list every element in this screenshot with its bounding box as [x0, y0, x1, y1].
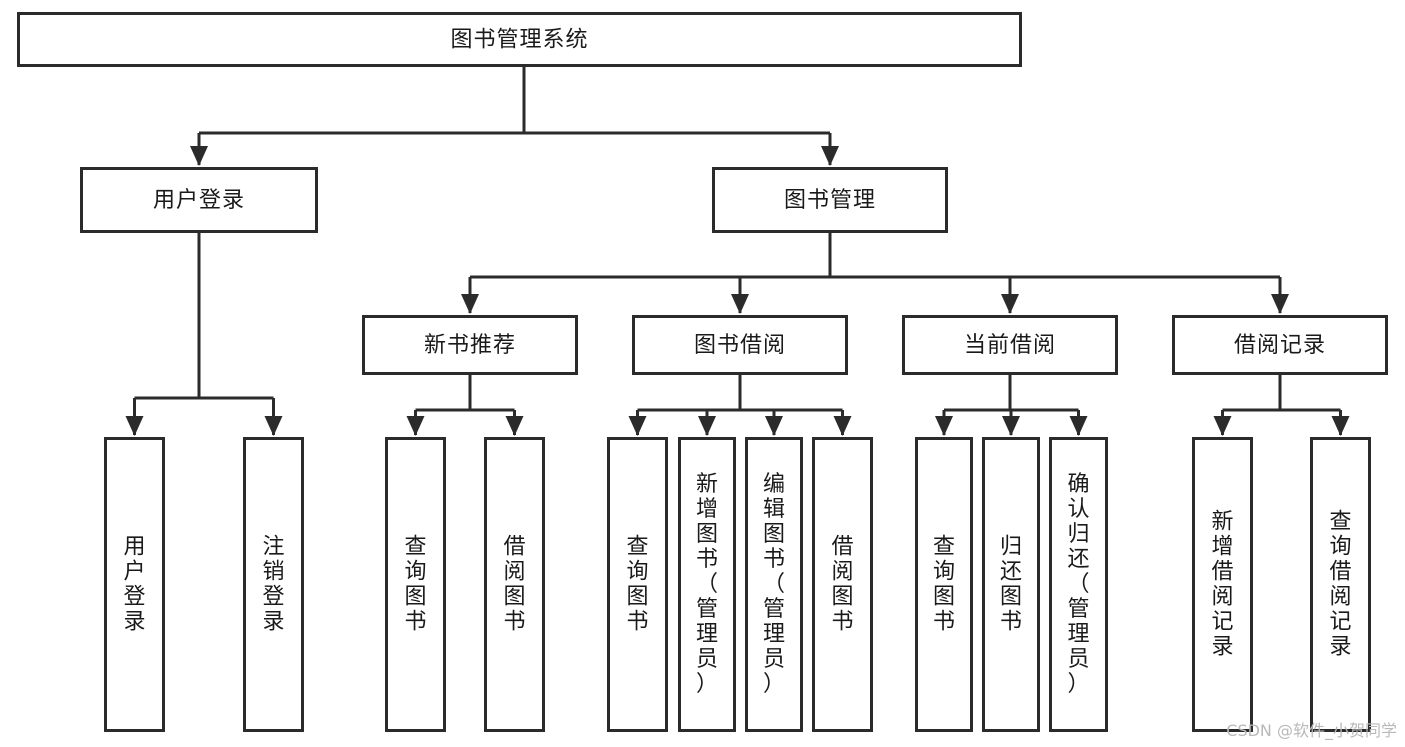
node-function-leaf-query-books-current[interactable]: 查询图书	[915, 437, 973, 732]
node-function-leaf-query-borrow-record[interactable]: 查询借阅记录	[1310, 437, 1371, 732]
node-label: 编辑图书（管理员）	[763, 472, 785, 697]
node-submodule-new-book-recommend[interactable]: 新书推荐	[362, 315, 578, 375]
node-rect[interactable]	[1172, 315, 1388, 375]
node-label: 当前借阅	[964, 333, 1056, 358]
edge-group-current-borrow	[935, 375, 1088, 436]
node-function-leaf-edit-book-admin[interactable]: 编辑图书（管理员）	[745, 437, 803, 732]
node-rect[interactable]	[362, 315, 578, 375]
node-rect[interactable]	[902, 315, 1118, 375]
edge-group-book-borrow	[628, 375, 852, 436]
node-label: 图书管理系统	[450, 28, 588, 53]
node-label: 归还图书	[1000, 535, 1022, 635]
node-module-user-login[interactable]: 用户登录	[80, 167, 318, 233]
node-function-leaf-logout[interactable]: 注销登录	[243, 437, 304, 732]
node-label: 用户登录	[153, 188, 245, 213]
edge-layer	[125, 67, 1350, 436]
node-root-root[interactable]: 图书管理系统	[17, 12, 1022, 67]
node-rect[interactable]	[243, 437, 304, 732]
node-label: 新书推荐	[424, 333, 516, 358]
node-label: 新增借阅记录	[1211, 510, 1233, 660]
node-label: 借阅图书	[831, 535, 853, 635]
node-label: 查询图书	[404, 535, 426, 635]
node-rect[interactable]	[678, 437, 736, 732]
node-function-leaf-confirm-return-admin[interactable]: 确认归还（管理员）	[1049, 437, 1108, 732]
edge-group-root	[190, 67, 839, 166]
node-submodule-book-borrow[interactable]: 图书借阅	[632, 315, 848, 375]
node-rect[interactable]	[982, 437, 1040, 732]
node-rect[interactable]	[484, 437, 545, 732]
node-rect[interactable]	[104, 437, 165, 732]
node-rect[interactable]	[385, 437, 446, 732]
node-function-leaf-borrow-books[interactable]: 借阅图书	[812, 437, 873, 732]
node-submodule-borrow-records[interactable]: 借阅记录	[1172, 315, 1388, 375]
node-rect[interactable]	[1049, 437, 1108, 732]
edge-group-borrow-records	[1213, 375, 1350, 436]
node-label: 图书借阅	[694, 333, 786, 358]
node-function-leaf-add-borrow-record[interactable]: 新增借阅记录	[1192, 437, 1253, 732]
node-rect[interactable]	[915, 437, 973, 732]
node-function-leaf-return-books[interactable]: 归还图书	[982, 437, 1040, 732]
node-module-book-management[interactable]: 图书管理	[712, 167, 948, 233]
node-rect[interactable]	[812, 437, 873, 732]
node-label: 借阅记录	[1234, 333, 1326, 358]
node-label: 确认归还（管理员）	[1067, 472, 1089, 697]
node-label: 注销登录	[262, 535, 284, 635]
node-label: 新增图书（管理员）	[696, 472, 718, 697]
node-layer: 图书管理系统用户登录图书管理新书推荐图书借阅当前借阅借阅记录用户登录注销登录查询…	[17, 12, 1388, 732]
edge-group-user-login	[125, 233, 283, 436]
node-function-leaf-query-books-recommend[interactable]: 查询图书	[385, 437, 446, 732]
node-function-leaf-user-login[interactable]: 用户登录	[104, 437, 165, 732]
node-function-leaf-add-book-admin[interactable]: 新增图书（管理员）	[678, 437, 736, 732]
node-rect[interactable]	[607, 437, 668, 732]
node-rect[interactable]	[745, 437, 803, 732]
node-rect[interactable]	[712, 167, 948, 233]
node-label: 查询借阅记录	[1329, 510, 1351, 660]
edge-group-new-book-recommend	[406, 375, 524, 436]
node-rect[interactable]	[80, 167, 318, 233]
node-label: 图书管理	[784, 188, 876, 213]
node-function-leaf-borrow-books-recommend[interactable]: 借阅图书	[484, 437, 545, 732]
node-rect[interactable]	[1310, 437, 1371, 732]
node-submodule-current-borrow[interactable]: 当前借阅	[902, 315, 1118, 375]
node-rect[interactable]	[1192, 437, 1253, 732]
node-label: 用户登录	[123, 535, 145, 635]
node-label: 借阅图书	[503, 535, 525, 635]
node-function-leaf-query-books-borrow[interactable]: 查询图书	[607, 437, 668, 732]
node-label: 查询图书	[933, 535, 955, 635]
edge-group-book-management	[461, 233, 1289, 314]
node-label: 查询图书	[626, 535, 648, 635]
node-rect[interactable]	[17, 12, 1022, 67]
node-rect[interactable]	[632, 315, 848, 375]
